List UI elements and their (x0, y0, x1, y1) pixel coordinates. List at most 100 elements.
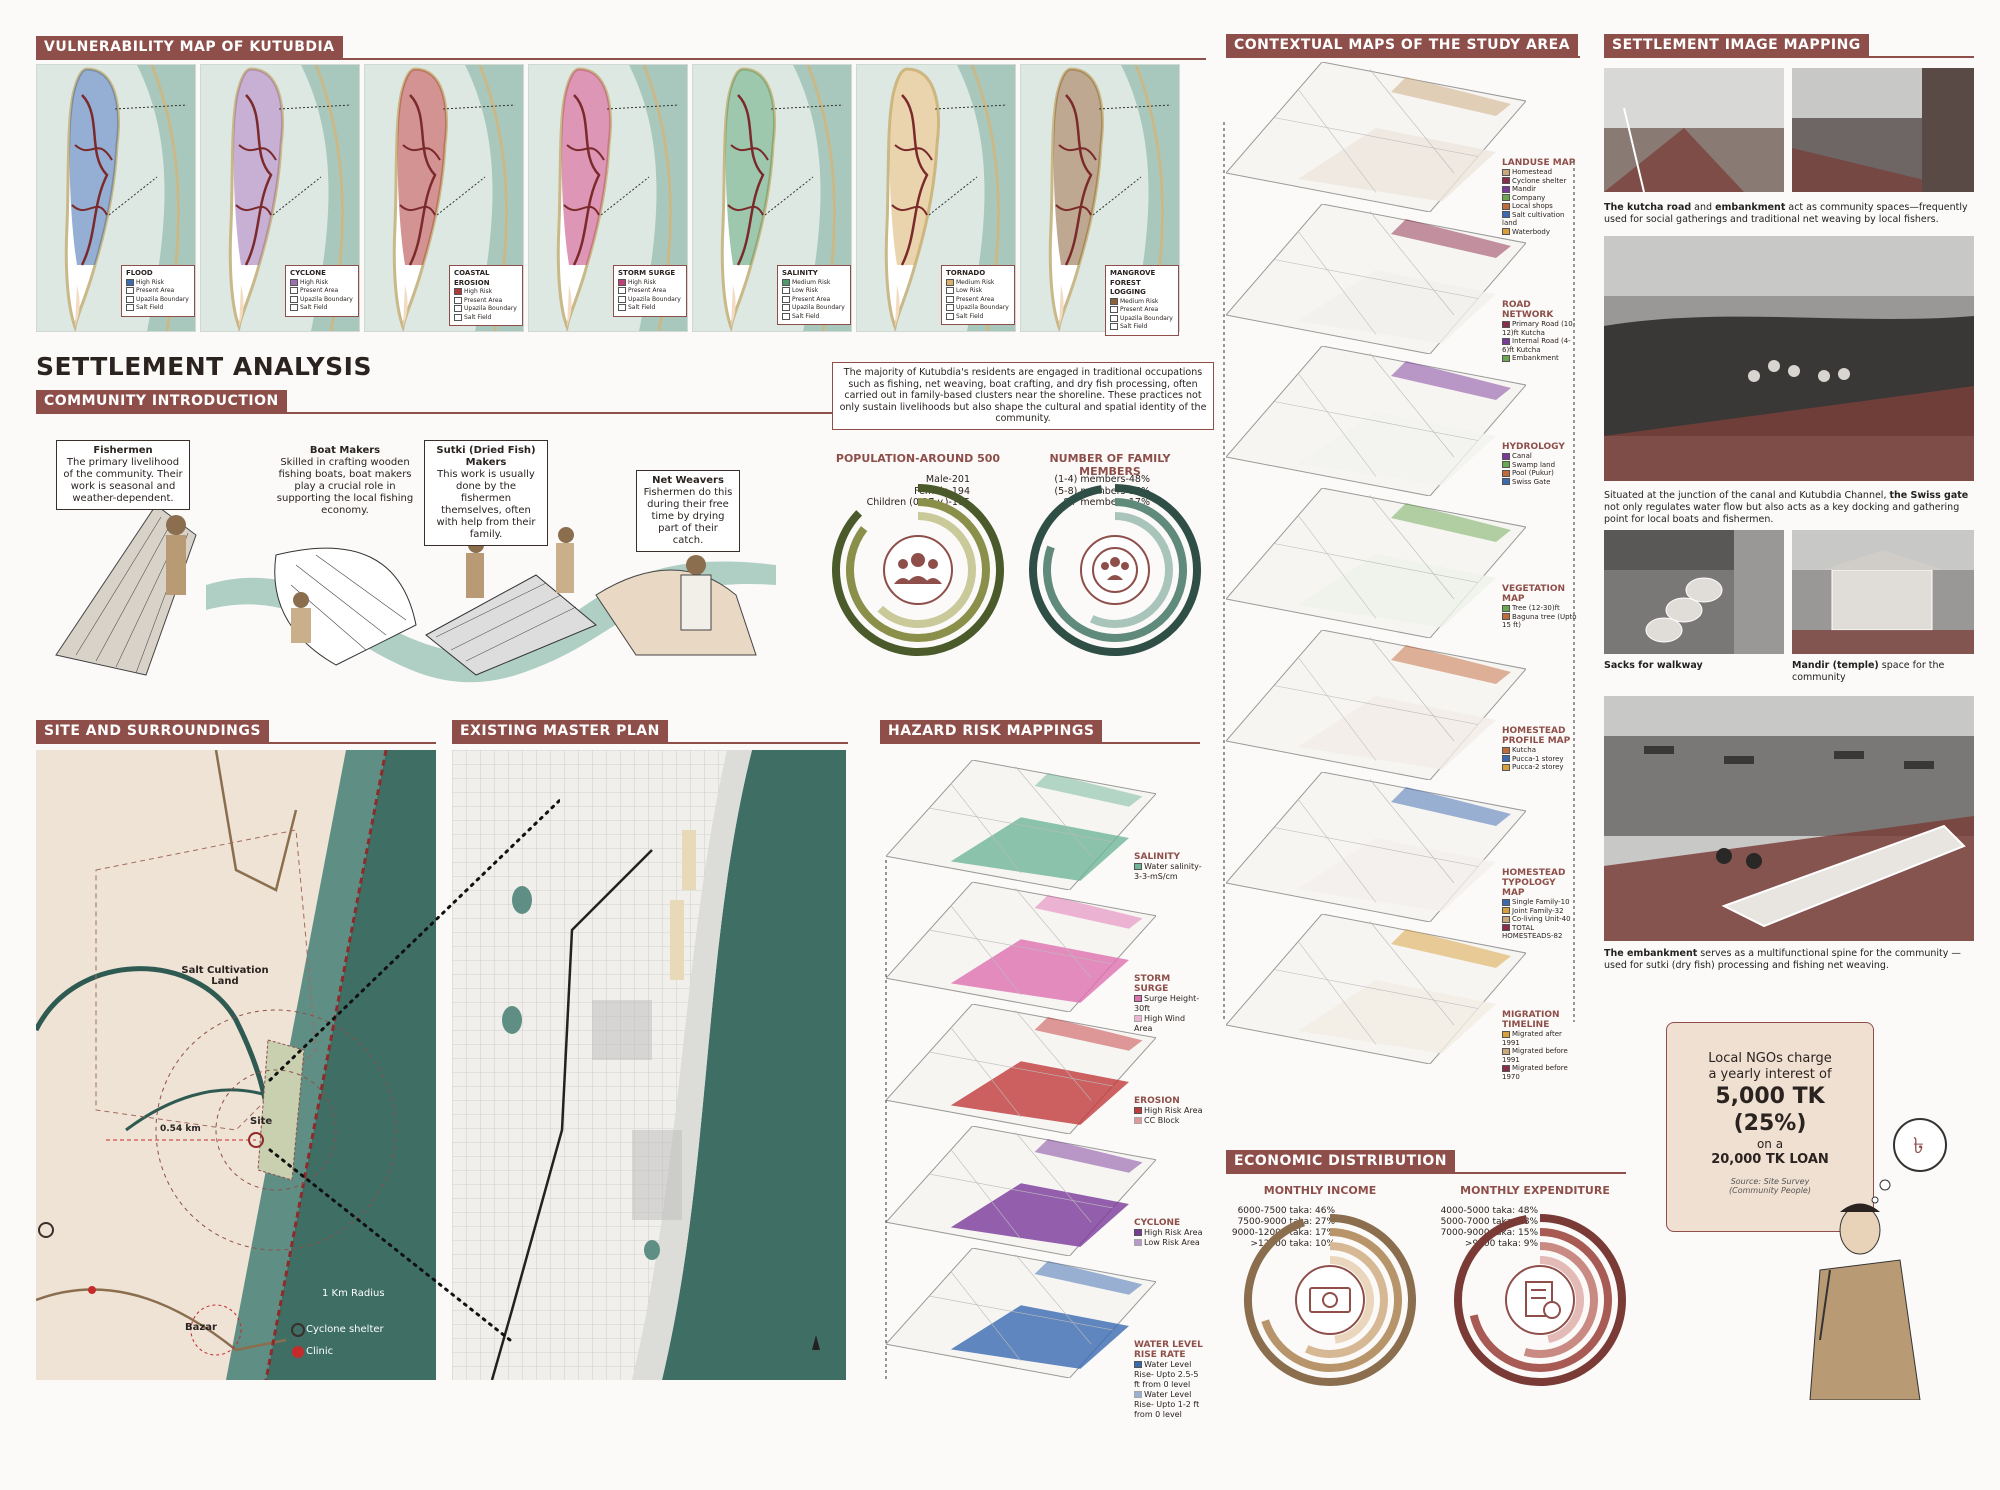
legend-label: Pucca-1 storey (1512, 754, 1564, 763)
context-legend-item: Single Family-10 (1502, 898, 1578, 907)
bazar-label: Bazar (185, 1322, 217, 1333)
legend-label: Present Area (792, 295, 831, 303)
legend-label: Low Risk (956, 287, 983, 294)
context-legend-item: Tree (12-30)ft (1502, 604, 1578, 613)
legend-label: Homestead (1512, 168, 1553, 176)
context-legend-item: Migrated before 1970 (1502, 1064, 1578, 1081)
context-legend-title: VEGETATION MAP (1502, 584, 1566, 604)
ring-arc-3 (1539, 1256, 1584, 1344)
divider (36, 58, 1206, 60)
legend-item: Upazila Boundary (1110, 314, 1174, 324)
caption-spine: The embankment serves as a multifunction… (1604, 948, 1974, 972)
clinic-legend: Clinic (306, 1346, 334, 1357)
legend-item: Present Area (1110, 306, 1174, 315)
photo-embankment (1792, 68, 1974, 192)
legend-item: Salt Field (126, 304, 190, 313)
contextual-header: CONTEXTUAL MAPS OF THE STUDY AREA (1226, 34, 1579, 56)
island-map (693, 64, 851, 333)
hazard-layer-3 (885, 1125, 1157, 1260)
ring-arc-1 (1469, 1228, 1612, 1372)
family-line: 8+ members-17% (1063, 497, 1150, 508)
legend-swatch (782, 312, 790, 320)
legend-item: Medium Risk (782, 278, 846, 288)
legend-swatch (126, 304, 134, 311)
fishermen-title: Fishermen (93, 445, 153, 456)
legend-swatch (1110, 297, 1118, 305)
island-map (365, 64, 523, 333)
context-legend-item: Salt cultivation land (1502, 211, 1578, 228)
legend-item: Salt Field (1110, 323, 1174, 332)
legend-label: High Wind Area (1134, 1014, 1186, 1033)
caption-swiss: Situated at the junction of the canal an… (1604, 490, 1974, 526)
legend-label: Upazila Boundary (792, 304, 845, 311)
sutki-text: This work is usually done by the fisherm… (436, 469, 536, 540)
legend-label: Waterbody (1512, 227, 1551, 236)
context-legend-title: HOMESTEAD TYPOLOGY MAP (1502, 868, 1566, 898)
legend-label: Internal Road (4-6)ft Kutcha (1502, 337, 1571, 354)
legend-label: Joint Family-32 (1512, 906, 1564, 915)
expense-chart (1454, 1214, 1626, 1386)
hazard-layer-2 (885, 1003, 1157, 1138)
legend-label: Upazila Boundary (136, 295, 189, 303)
legend-swatch (1134, 1239, 1142, 1246)
economic-header: ECONOMIC DISTRIBUTION (1226, 1150, 1456, 1172)
context-legend-item: Homestead (1502, 168, 1578, 177)
legend-item: High Risk (290, 278, 354, 288)
divider (36, 742, 436, 744)
legend-item: Present Area (290, 287, 354, 296)
masterplan-header: EXISTING MASTER PLAN (452, 720, 668, 742)
legend-label: Upazila Boundary (628, 295, 681, 303)
context-legend-title: LANDUSE MAP (1502, 158, 1576, 168)
divider (1226, 56, 1580, 58)
divider (452, 742, 848, 744)
legend-label: Upazila Boundary (1120, 314, 1173, 322)
legend-swatch (1110, 306, 1118, 313)
income-line: 7500-9000 taka: 27% (1237, 1217, 1335, 1227)
legend-swatch (290, 278, 298, 286)
legend-swatch (1502, 1064, 1510, 1072)
family-title: NUMBER OF FAMILY MEMBERS (1049, 452, 1171, 478)
legend-swatch (1110, 323, 1118, 330)
legend-item: Present Area (454, 296, 518, 306)
legend-title: STORM SURGE (618, 269, 676, 277)
hazard-legend-item: Water Level Rise- Upto 1-2 ft from 0 lev… (1134, 1390, 1204, 1420)
legend-label: Low Risk (792, 287, 819, 294)
sutki-card: Sutki (Dried Fish) Makers This work is u… (424, 440, 548, 546)
shelter-legend: Cyclone shelter (306, 1324, 384, 1335)
legend-swatch (1502, 1030, 1510, 1038)
legend-item: Present Area (618, 287, 682, 296)
zoom-lines (268, 798, 560, 1342)
sutki-title: Sutki (Dried Fish) Makers (436, 445, 536, 468)
legend-swatch (1134, 1117, 1142, 1124)
legend-swatch (1502, 1047, 1510, 1055)
legend-label: Salt Field (1120, 323, 1148, 330)
hazard-legend-item: Low Risk Area (1134, 1238, 1204, 1248)
hazard-legend-item: High Wind Area (1134, 1014, 1204, 1034)
legend-item: Upazila Boundary (290, 295, 354, 305)
ring-arc-1 (846, 498, 990, 642)
legend-label: Pucca-2 storey (1512, 763, 1564, 771)
boat-makers-text: Boat Makers Skilled in crafting wooden f… (270, 445, 420, 517)
legend-swatch (1502, 915, 1510, 923)
income-chart (1244, 1214, 1416, 1386)
hazard-legend-title: EROSION (1134, 1096, 1180, 1106)
legend-swatch (1502, 228, 1510, 235)
iso-layer (885, 1003, 1157, 1135)
income-line: >12000 taka: 10% (1250, 1239, 1335, 1249)
legend-swatch (1502, 898, 1510, 906)
legend-item: Upazila Boundary (618, 295, 682, 305)
stack-dashed-guide (1223, 122, 1575, 1022)
legend-label: High Risk Area (1144, 1228, 1203, 1237)
ngo-percent: (25%) (1733, 1111, 1807, 1136)
context-legend-item: Internal Road (4-6)ft Kutcha (1502, 337, 1578, 354)
legend-swatch (1502, 613, 1510, 620)
legend-label: Medium Risk (956, 278, 995, 286)
